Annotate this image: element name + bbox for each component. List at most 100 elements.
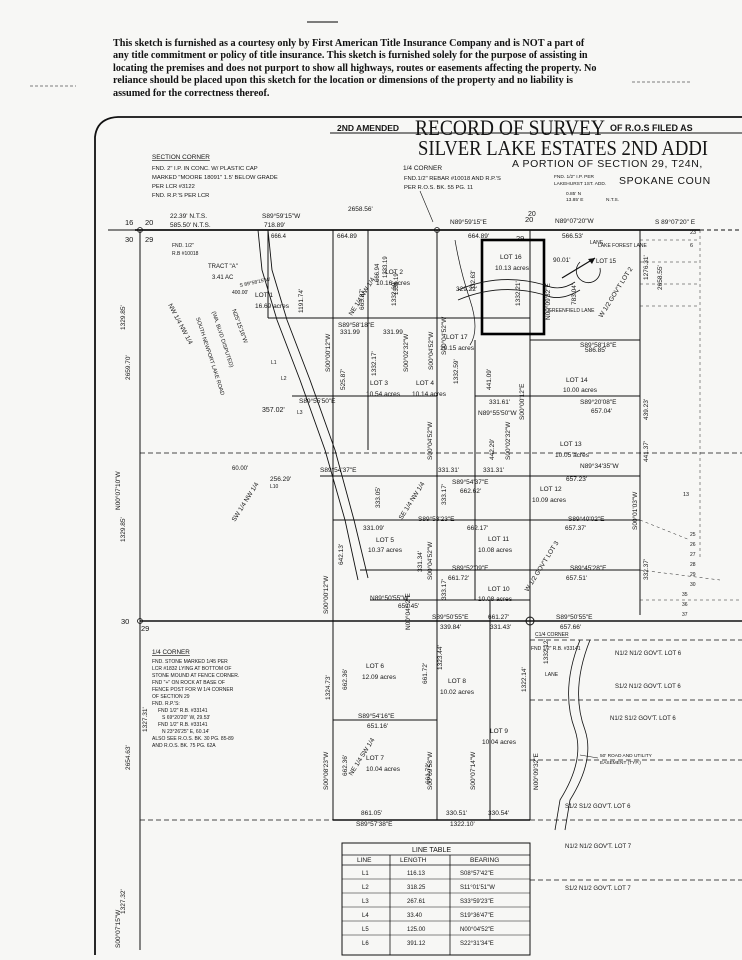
bearing-label: S89°59'15"W	[262, 212, 301, 220]
distance-label: 331.43'	[490, 624, 511, 631]
distance-label: 1332.12'	[543, 639, 550, 664]
parcel-number: 28	[690, 562, 696, 568]
distance-label: 1329.85'	[120, 305, 127, 330]
quarter-corner-heading: 1/4 CORNER	[403, 165, 442, 172]
section-number: 30	[121, 617, 129, 626]
distance-label: 662.36'	[342, 669, 349, 690]
note-line: AND R.O.S. BK. 75 PG. 62A	[152, 743, 216, 749]
note-line: PER LCR #3122	[152, 184, 195, 190]
bearing-label: N89°50'55"W	[370, 594, 410, 602]
disclaimer-line: any title commitment or policy of title …	[113, 50, 588, 62]
table-header: LENGTH	[400, 857, 427, 864]
adjacent-parcel-lines	[640, 239, 700, 307]
distance-label: 1327.32'	[120, 889, 127, 914]
table-cell: 125.00	[407, 927, 426, 933]
distance-label: 400.00'	[232, 290, 248, 296]
bearing-label: S89°50'55"E	[556, 613, 593, 621]
distance-label: 1191.74'	[298, 289, 305, 313]
lot-label: LOT 9	[490, 728, 508, 735]
distance-label: 2654.63'	[125, 745, 132, 770]
distance-label: 1327.31'	[142, 707, 149, 732]
distance-label: 1333.19'	[394, 272, 400, 295]
note-line: LCR #1832 LYING AT BOTTOM OF	[152, 666, 231, 672]
adjacent-parcel-lines	[639, 519, 742, 601]
distance-label: 657.37'	[565, 525, 586, 532]
parcel-number: 27	[690, 552, 696, 558]
distance-label: 441.37'	[643, 441, 650, 462]
note-line: STONE MOUND AT FENCE CORNER.	[152, 673, 239, 679]
note-line: FND. R.P.'S PER LCR	[152, 193, 209, 199]
lot-label: LOT 6	[366, 663, 384, 670]
bearing-label: N89°55'50"W	[478, 409, 518, 417]
disclaimer-line: This sketch is furnished as a courtesy o…	[113, 38, 585, 49]
table-cell: S08°57'42"E	[460, 871, 494, 877]
table-cell: L3	[362, 899, 369, 905]
parcel-number: 37	[682, 612, 688, 618]
distance-label: 357.02'	[262, 407, 285, 414]
bearing-label: S00°04'52"W	[426, 421, 434, 460]
table-cell: L5	[362, 927, 369, 933]
lot-area: 10.13 acres	[495, 265, 530, 272]
arrow-line	[561, 257, 596, 279]
title-line1-suffix: OF R.O.S FILED AS	[610, 123, 693, 133]
note-line: 13.85' E	[566, 197, 583, 203]
distance-label: 651.16'	[367, 723, 388, 730]
lot-area: 10.04 acres	[366, 766, 401, 773]
distance-label: 439.23'	[643, 399, 650, 420]
leader-line	[419, 190, 434, 223]
note-line: FND 1/2" R.B. #33141	[531, 646, 581, 652]
cul-de-sac	[575, 261, 601, 284]
distance-label: 329.22'	[456, 286, 477, 293]
lot-label: LOT 1	[255, 292, 273, 299]
distance-label: 1329.85'	[120, 517, 127, 542]
leader-line	[579, 754, 599, 759]
table-header: BEARING	[470, 857, 499, 864]
distance-label: 665.87'	[359, 289, 366, 310]
note-line: FND.1/2" REBAR #10018 AND R.P.'S	[404, 176, 501, 182]
distance-label: 666.4	[271, 234, 287, 240]
distance-label: 586.85'	[585, 347, 606, 354]
tract-label: TRACT "A"	[208, 264, 238, 270]
distance-label: 1276.31'	[643, 255, 650, 280]
parcel-number: 36	[682, 602, 688, 608]
quarter-label: S1/2 N1/2 GOV'T. LOT 7	[565, 886, 631, 892]
quarter-label: S1/2 S1/2 GOV'T. LOT 6	[565, 804, 631, 810]
quarter-label: SW 1/4 NW 1/4	[231, 481, 261, 523]
distance-label: 664.89	[337, 233, 357, 240]
lot-area: 10.02 acres	[440, 689, 475, 696]
easement-label: EASEMENT (TYP.)	[600, 760, 641, 766]
lot-label: LOT 16	[500, 254, 522, 261]
distance-label: 1332.21'	[515, 281, 522, 306]
distance-label: 651.45'	[398, 603, 419, 610]
distance-label: 783.04'	[571, 284, 578, 305]
lot-label: LOT 2	[385, 269, 403, 276]
table-cell: L1	[362, 871, 369, 877]
disclaimer-line: assumed for the correctness thereof.	[113, 87, 270, 99]
bearing-label: N25°15'16"W	[230, 309, 248, 345]
section-number: 29	[145, 235, 153, 244]
bearing-label: S89°40'02"E	[568, 515, 605, 523]
bearing-label: S00°02'32"W	[402, 333, 410, 372]
table-cell: 267.61	[407, 899, 426, 905]
line-tag: L1	[271, 360, 277, 366]
section-corner-heading: SECTION CORNER	[152, 154, 210, 161]
line-tag: L3	[297, 410, 303, 416]
table-cell: L2	[362, 885, 369, 891]
distance-label: 657.51'	[566, 575, 587, 582]
distance-label: 333.05'	[375, 487, 382, 508]
section-number: 20	[145, 218, 153, 227]
bearing-label: S00°08'23"W	[322, 751, 330, 790]
note-line: FND "+" ON ROCK AT BASE OF	[152, 680, 225, 686]
note-line: LAKEHURST 1ST. ADD.	[554, 181, 606, 187]
note-line: C1/4 CORNER	[535, 632, 569, 638]
section-number: 29	[141, 624, 149, 633]
bearing-label: N00°07'10"W	[114, 470, 122, 510]
note-line: FND. 2" I.P. IN CONC. W/ PLASTIC CAP	[152, 166, 258, 172]
distance-label: 331.09'	[363, 525, 384, 532]
lot-area: 10.00 acres	[563, 387, 598, 394]
distance-label: 657.66'	[560, 624, 581, 631]
bearing-label: S89°53'23"E	[418, 515, 455, 523]
subject-parcel-outline	[480, 238, 546, 336]
bearing-label: S89°50'55"E	[432, 613, 469, 621]
